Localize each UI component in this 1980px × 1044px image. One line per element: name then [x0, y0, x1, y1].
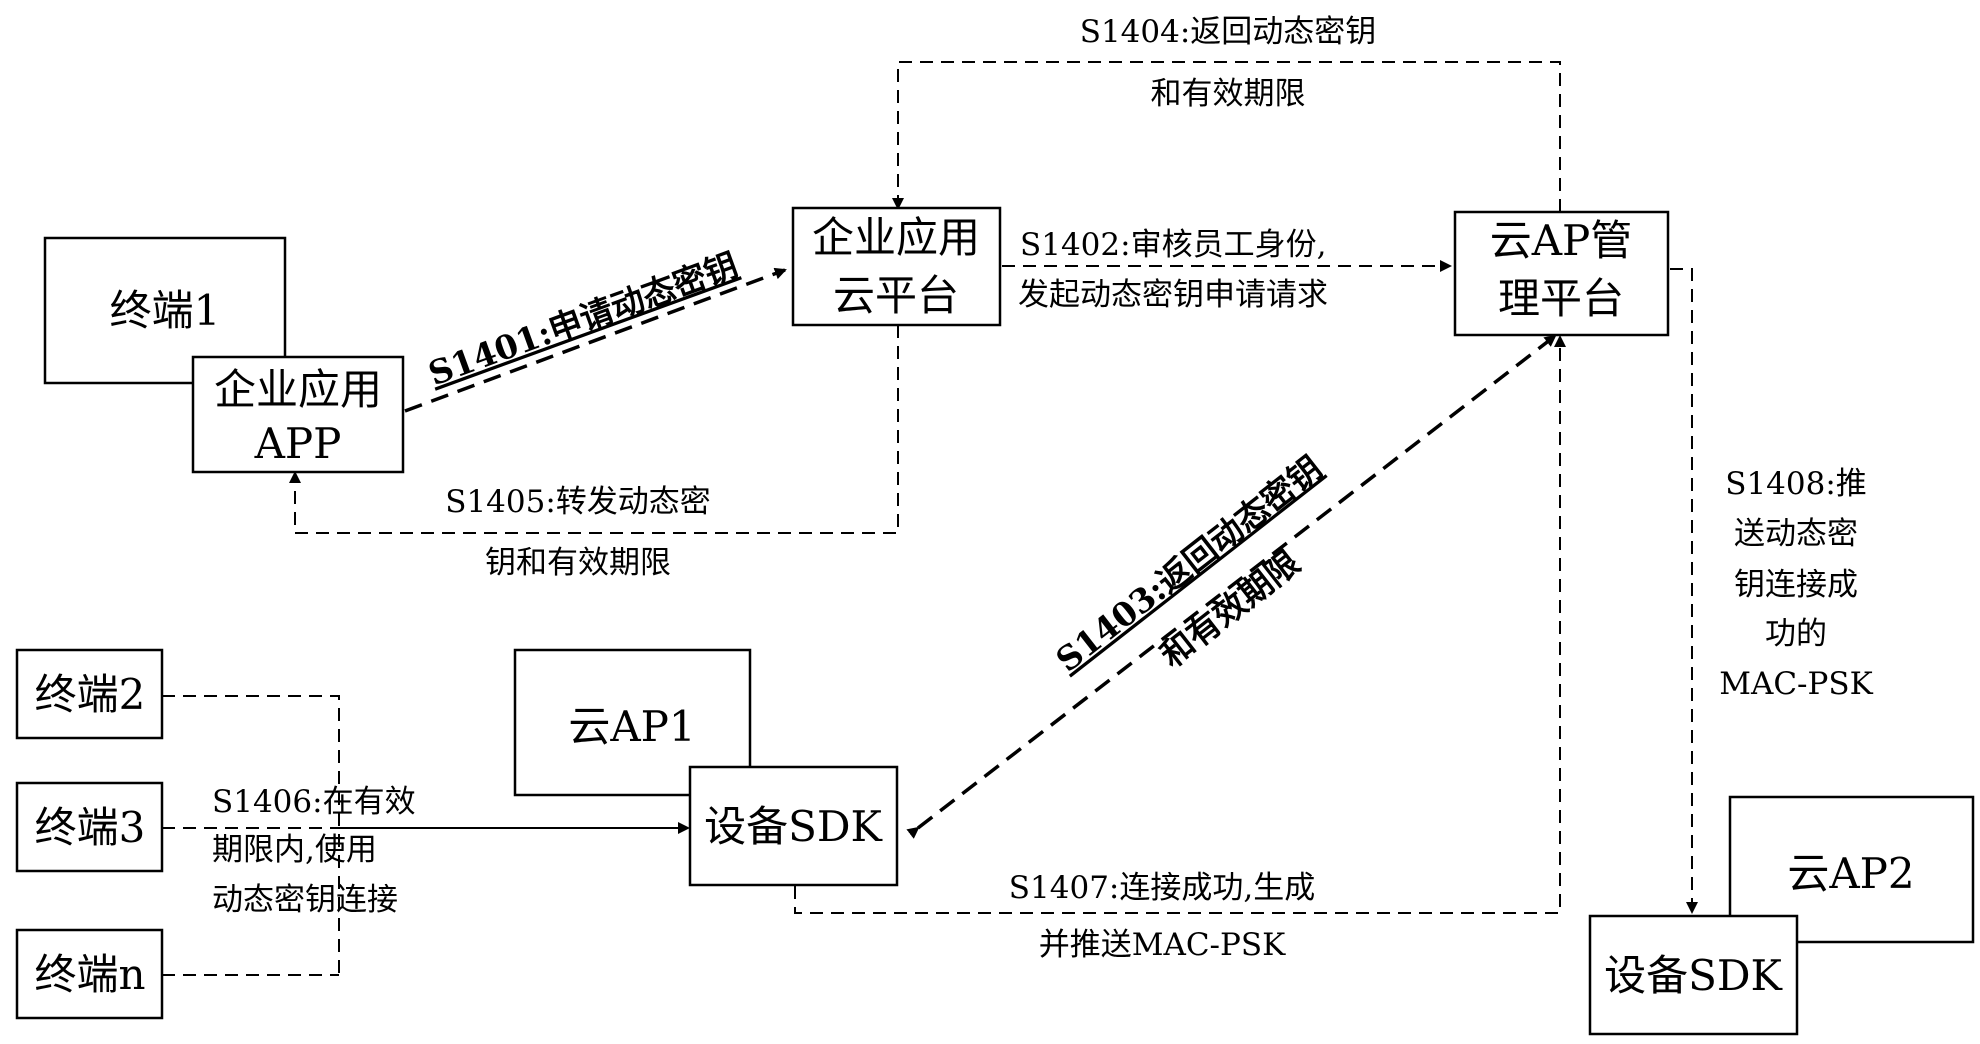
enterprise-cloud-platform-node[interactable]: 企业应用 云平台 — [791, 206, 1002, 327]
device-sdk1-label: 设备SDK — [704, 802, 883, 851]
step-s1408-line2: 送动态密 — [1734, 516, 1858, 552]
step-s1406-line2: 期限内,使用 — [212, 832, 377, 868]
enterprise-app-label-line1: 企业应用 — [214, 365, 382, 414]
step-s1402-line2: 发起动态密钥申请请求 — [1018, 277, 1328, 313]
cloud-ap-mgmt-platform-node[interactable]: 云AP管 理平台 — [1453, 210, 1670, 337]
enterprise-app-label-line2: APP — [254, 419, 342, 468]
step-s1408-line1: S1408:推 — [1725, 466, 1867, 502]
cloud-ap1-label: 云AP1 — [568, 702, 695, 751]
step-s1408-line3: 钥连接成 — [1734, 567, 1858, 603]
enterprise-app-node[interactable]: 企业应用 APP — [191, 355, 405, 474]
step-s1406-line1: S1406:在有效 — [212, 784, 416, 820]
step-s1408-line5: MAC-PSK — [1719, 666, 1873, 702]
cloud-ap-mgmt-label-line1: 云AP管 — [1490, 216, 1633, 265]
arrow-s1401 — [404, 267, 787, 413]
cloud-ap2-label: 云AP2 — [1787, 849, 1914, 898]
terminal2-node[interactable]: 终端2 — [15, 648, 164, 740]
enterprise-cloud-label-line1: 企业应用 — [812, 213, 980, 262]
cloud-ap-mgmt-label-line2: 理平台 — [1498, 274, 1624, 323]
step-s1407-line2: 并推送MAC-PSK — [1039, 927, 1286, 963]
cloud-ap1-node[interactable]: 云AP1 — [513, 648, 752, 797]
terminal3-node[interactable]: 终端3 — [15, 781, 164, 873]
arrow-s1407 — [794, 335, 1566, 914]
step-s1404-line1: S1404:返回动态密钥 — [1080, 14, 1377, 50]
terminaln-node[interactable]: 终端n — [15, 928, 164, 1020]
step-s1402-line1: S1402:审核员工身份, — [1020, 227, 1326, 263]
terminaln-label: 终端n — [34, 950, 145, 999]
device-sdk2-node[interactable]: 设备SDK — [1588, 914, 1799, 1036]
step-s1405-line2: 钥和有效期限 — [485, 545, 671, 581]
step-s1404-line2: 和有效期限 — [1151, 76, 1306, 112]
arrow-s1403 — [906, 334, 1557, 839]
device-sdk1-node[interactable]: 设备SDK — [688, 765, 899, 887]
step-s1405-line1: S1405:转发动态密 — [445, 484, 711, 520]
arrow-s1404 — [892, 61, 1561, 212]
enterprise-cloud-label-line2: 云平台 — [833, 271, 959, 320]
step-s1407-line1: S1407:连接成功,生成 — [1009, 870, 1315, 906]
connector-terminal2 — [162, 695, 340, 975]
terminal2-label: 终端2 — [35, 670, 146, 719]
arrow-s1408 — [1670, 268, 1698, 914]
step-s1408-line4: 功的 — [1765, 616, 1827, 652]
device-sdk2-label: 设备SDK — [1604, 951, 1783, 1000]
arrow-s1405 — [289, 325, 899, 534]
terminal3-label: 终端3 — [35, 803, 146, 852]
step-s1406-line3: 动态密钥连接 — [212, 882, 398, 918]
step-s1401-label: S1401:申请动态密钥 — [423, 245, 743, 393]
terminal1-label: 终端1 — [110, 286, 221, 335]
